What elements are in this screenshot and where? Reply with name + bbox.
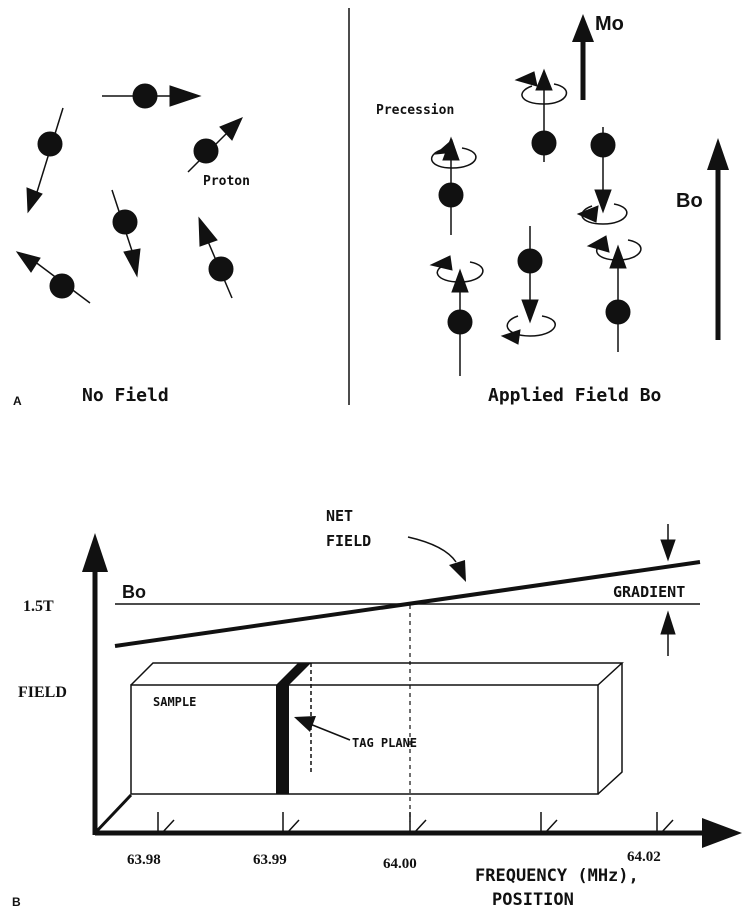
sample-box bbox=[130, 662, 624, 795]
tick-mark bbox=[656, 812, 674, 834]
proton-icon bbox=[26, 107, 64, 214]
tick-label: 64.00 bbox=[383, 856, 417, 872]
gradient-label: GRADIENT bbox=[613, 583, 685, 601]
tick-mark bbox=[540, 812, 558, 834]
y-value-label: 1.5T bbox=[23, 598, 54, 615]
tick-mark bbox=[409, 812, 427, 834]
applied-field-caption: Applied Field Bo bbox=[488, 385, 661, 406]
tick-mark bbox=[282, 812, 300, 834]
panel-a-label: A bbox=[13, 394, 22, 408]
mo-label: Mo bbox=[595, 13, 624, 35]
tag-plane-pointer-icon bbox=[294, 716, 351, 741]
proton-label: Proton bbox=[203, 174, 250, 189]
gradient-arrows-icon bbox=[660, 524, 676, 656]
no-field-caption: No Field bbox=[82, 385, 169, 406]
mo-arrow-icon bbox=[572, 14, 594, 100]
panel-a: Proton bbox=[13, 8, 729, 408]
sample-label: SAMPLE bbox=[153, 695, 196, 709]
proton-icon bbox=[15, 251, 91, 304]
bo-line-label: Bo bbox=[122, 582, 146, 602]
random-protons bbox=[15, 83, 243, 304]
bo-label: Bo bbox=[676, 190, 703, 212]
y-axis-label: FIELD bbox=[18, 684, 67, 701]
x-axis-label-line1: FREQUENCY (MHz), bbox=[475, 866, 639, 886]
proton-icon bbox=[429, 255, 484, 376]
proton-icon bbox=[500, 226, 556, 345]
proton-icon bbox=[198, 216, 234, 299]
panel-b: 63.98 63.99 64.00 64.02 Bo NET FIELD GRA… bbox=[12, 507, 742, 910]
precession-label: Precession bbox=[376, 103, 454, 118]
tag-plane bbox=[276, 663, 312, 794]
proton-icon bbox=[586, 235, 642, 352]
panel-b-label: B bbox=[12, 895, 21, 909]
depth-axis bbox=[93, 793, 133, 835]
x-ticks bbox=[157, 812, 674, 834]
tick-label: 63.98 bbox=[127, 852, 161, 868]
tick-label: 64.02 bbox=[627, 849, 661, 865]
tick-label: 63.99 bbox=[253, 852, 287, 868]
proton-icon bbox=[102, 83, 202, 109]
net-field-label-line2: FIELD bbox=[326, 532, 371, 550]
y-axis bbox=[82, 533, 108, 835]
proton-icon bbox=[514, 68, 568, 162]
net-field-label-line1: NET bbox=[326, 507, 353, 525]
tag-plane-label: TAG PLANE bbox=[352, 736, 417, 750]
net-field-line bbox=[114, 560, 701, 648]
bo-arrow-icon bbox=[707, 138, 729, 340]
sample-side-face bbox=[597, 663, 623, 795]
sample-top-face bbox=[130, 662, 624, 686]
proton-icon bbox=[430, 136, 477, 235]
proton-icon bbox=[576, 127, 628, 225]
x-axis-label-line2: POSITION bbox=[492, 890, 574, 910]
x-axis bbox=[95, 818, 742, 848]
proton-icon bbox=[111, 189, 141, 278]
tick-mark bbox=[157, 812, 175, 834]
net-field-pointer-icon bbox=[407, 536, 466, 582]
aligned-protons bbox=[429, 68, 642, 376]
proton-icon bbox=[187, 117, 243, 173]
